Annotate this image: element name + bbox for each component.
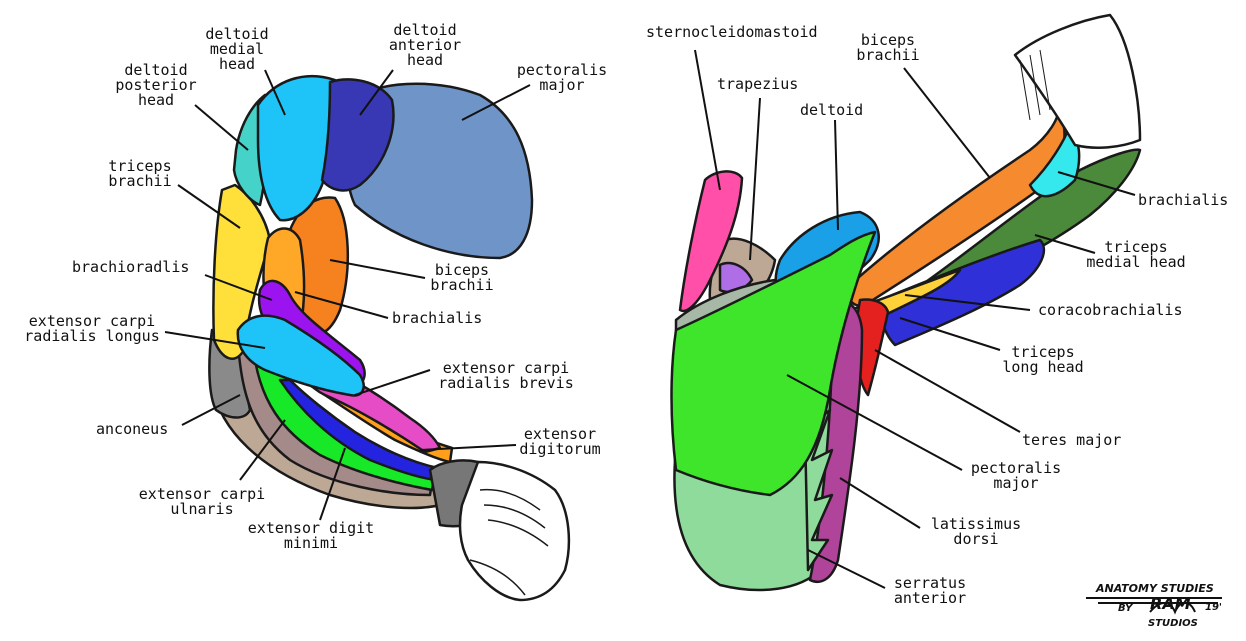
label-line: triceps <box>1104 238 1168 256</box>
label-line: triceps <box>1011 343 1075 361</box>
label-pectoralis-major-arm: pectoralis major <box>508 63 616 93</box>
label-line: deltoid <box>205 25 269 43</box>
label-line: pectoralis <box>970 459 1062 477</box>
arm-sleeve-shape <box>1013 13 1142 149</box>
label-brachialis-arm: brachialis <box>392 311 482 326</box>
label-line: dorsi <box>953 530 999 548</box>
label-extensor-carpi-radialis-longus: extensor carpi radialis longus <box>14 314 170 344</box>
label-line: extensor carpi <box>442 359 570 377</box>
label-coracobrachialis: coracobrachialis <box>1038 303 1183 318</box>
deltoid-anterior-shape <box>320 78 395 192</box>
deltoid-medial-shape <box>256 75 340 222</box>
label-line: coracobrachialis <box>1038 301 1183 319</box>
signature-mark: RAM <box>1150 594 1191 613</box>
label-teres-major: teres major <box>1022 433 1121 448</box>
fist-shape <box>458 460 571 602</box>
label-line: serratus <box>893 574 967 592</box>
label-deltoid-anterior-head: deltoid anterior head <box>380 23 470 68</box>
sternocleidomastoid-shape <box>678 170 744 313</box>
label-line: sternocleidomastoid <box>646 23 818 41</box>
label-line: posterior <box>115 76 197 94</box>
label-line: head <box>406 51 444 69</box>
label-anconeus: anconeus <box>96 422 168 437</box>
label-line: brachialis <box>392 309 483 327</box>
label-extensor-digit-minimi: extensor digit minimi <box>236 521 386 551</box>
label-line: extensor carpi <box>138 485 266 503</box>
extensor-carpi-radialis-longus-shape <box>236 314 365 397</box>
label-line: extensor digit <box>247 519 375 537</box>
label-line: head <box>137 91 175 109</box>
label-deltoid-medial-head: deltoid medial head <box>200 27 274 72</box>
label-line: biceps <box>434 261 490 279</box>
label-line: anterior <box>388 36 462 54</box>
label-line: long head <box>1002 358 1084 376</box>
label-line: brachii <box>430 276 494 294</box>
label-line: deltoid <box>800 101 864 119</box>
label-line: triceps <box>108 157 172 175</box>
label-line: brachii <box>108 172 172 190</box>
label-line: trapezius <box>717 75 799 93</box>
signature-by: BY <box>1118 603 1133 614</box>
label-line: brachii <box>856 46 920 64</box>
signature-logo <box>1086 597 1222 615</box>
signature-year: 19' <box>1205 602 1222 613</box>
label-pectoralis-major-torso: pectoralis major <box>962 461 1070 491</box>
label-line: minimi <box>283 534 339 552</box>
label-line: major <box>539 76 585 94</box>
label-triceps-medial-head: triceps medial head <box>1078 240 1194 270</box>
label-serratus-anterior: serratus anterior <box>884 576 976 606</box>
label-line: radialis brevis <box>438 374 574 392</box>
signature-title: ANATOMY STUDIES <box>1096 582 1214 595</box>
label-deltoid-posterior-head: deltoid posterior head <box>108 63 204 108</box>
label-extensor-carpi-ulnaris: extensor carpi ulnaris <box>128 487 276 517</box>
label-line: head <box>218 55 256 73</box>
triceps-long-head-shape <box>878 238 1046 347</box>
sleeve-hatching-shape <box>1019 49 1051 121</box>
label-sternocleidomastoid: sternocleidomastoid <box>646 25 818 40</box>
label-brachialis-torso: brachialis <box>1138 193 1228 208</box>
signature-studios: STUDIOS <box>1148 618 1198 629</box>
label-line: extensor carpi <box>28 312 156 330</box>
label-brachioradlis: brachioradlis <box>72 260 189 275</box>
label-deltoid-torso: deltoid <box>800 103 863 118</box>
label-line: teres major <box>1022 431 1122 449</box>
label-line: pectoralis <box>516 61 608 79</box>
label-extensor-digitorum: extensor digitorum <box>512 427 608 457</box>
label-extensor-carpi-radialis-brevis: extensor carpi radialis brevis <box>428 361 584 391</box>
label-trapezius: trapezius <box>717 77 798 92</box>
label-line: brachialis <box>1138 191 1229 209</box>
label-line: radialis longus <box>24 327 160 345</box>
pectoralis-major-right-shape <box>670 230 877 497</box>
label-line: latissimus <box>930 515 1022 533</box>
label-line: brachioradlis <box>72 258 190 276</box>
fist-knuckles-shape <box>469 488 549 596</box>
label-biceps-brachii-arm: biceps brachii <box>420 263 504 293</box>
label-triceps-brachii: triceps brachii <box>98 159 182 189</box>
label-line: major <box>993 474 1039 492</box>
label-line: anconeus <box>96 420 169 438</box>
label-triceps-long-head: triceps long head <box>996 345 1090 375</box>
label-line: deltoid <box>393 21 457 39</box>
label-line: anterior <box>893 589 967 607</box>
label-line: ulnaris <box>170 500 234 518</box>
torso-figure <box>670 13 1142 592</box>
label-line: medial <box>209 40 265 58</box>
brachialis-right-shape <box>1028 123 1081 198</box>
label-line: biceps <box>860 31 916 49</box>
label-latissimus-dorsi: latissimus dorsi <box>922 517 1030 547</box>
label-line: digitorum <box>519 440 601 458</box>
arm-figure <box>208 75 571 602</box>
label-line: deltoid <box>124 61 188 79</box>
label-line: medial head <box>1086 253 1186 271</box>
label-line: extensor <box>523 425 597 443</box>
label-biceps-brachii-torso: biceps brachii <box>850 33 926 63</box>
leader-lines <box>164 49 1136 589</box>
